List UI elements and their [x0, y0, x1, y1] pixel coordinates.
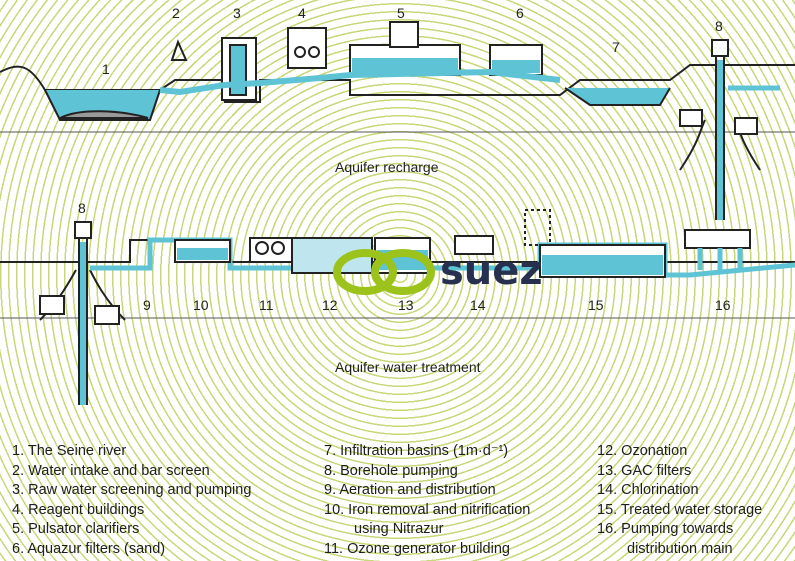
- legend-item: 12. Ozonation: [597, 443, 688, 459]
- marker-15: 15: [588, 297, 604, 313]
- marker-10: 10: [193, 297, 209, 313]
- legend-item: 3. Raw water screening and pumping: [12, 482, 252, 499]
- marker-4: 4: [298, 5, 306, 21]
- legend-item: 10. Iron removal and nitrification: [324, 501, 531, 518]
- legend-item: using Nitrazur: [354, 521, 444, 538]
- marker-3: 3: [233, 5, 241, 21]
- marker-14: 14: [470, 297, 486, 313]
- legend-item: 16. Pumping towards: [597, 521, 734, 538]
- legend-item: 14. Chlorination: [597, 482, 699, 499]
- legend-item: 4. Reagent buildings: [12, 501, 145, 518]
- legend-item: 5. Pulsator clarifiers: [12, 521, 140, 538]
- legend-column-3: 12. Ozonation 13. GAC filters 14. Chlori…: [597, 442, 762, 560]
- top-markers: 1 2 3 4 5 6 7 8: [102, 5, 723, 77]
- marker-6: 6: [516, 5, 524, 21]
- marker-8: 8: [715, 18, 723, 34]
- legend-column-1: 1. The Seine river 2. Water intake and b…: [12, 442, 251, 560]
- marker-13: 13: [398, 297, 414, 313]
- legend-item: 8. Borehole pumping: [324, 462, 458, 479]
- marker-11: 11: [259, 297, 274, 313]
- treatment-caption: Aquifer water treatment: [335, 359, 481, 375]
- legend-item: 9. Aeration and distribution: [324, 482, 496, 499]
- marker-16: 16: [715, 297, 731, 313]
- marker-8b: 8: [78, 200, 86, 216]
- legend-item: 15. Treated water storage: [597, 501, 763, 518]
- legend-column-2: 7. Infiltration basins (1m·d⁻¹) 8. Boreh…: [324, 442, 530, 560]
- legend-item: 6. Aquazur filters (sand): [12, 540, 166, 557]
- marker-1: 1: [102, 61, 110, 77]
- legend-item: 7. Infiltration basins (1m·d⁻¹): [324, 443, 509, 459]
- legend-item: 2. Water intake and bar screen: [12, 462, 210, 479]
- legend-item: distribution main: [627, 540, 733, 557]
- suez-logo-text: suez: [440, 248, 543, 294]
- marker-12: 12: [322, 297, 338, 313]
- recharge-section: [0, 21, 795, 220]
- recharge-caption: Aquifer recharge: [335, 159, 439, 175]
- marker-7: 7: [612, 39, 620, 55]
- legend-item: 13. GAC filters: [597, 462, 692, 479]
- marker-5: 5: [397, 5, 405, 21]
- marker-9: 9: [143, 297, 151, 313]
- suez-logo: suez: [333, 248, 543, 295]
- marker-2: 2: [172, 5, 180, 21]
- treatment-section: [0, 209, 795, 405]
- bottom-markers: 8 9 10 11 12 13 14 15 16: [78, 200, 731, 313]
- legend-item: 1. The Seine river: [12, 443, 127, 459]
- legend-item: 11. Ozone generator building: [324, 540, 510, 557]
